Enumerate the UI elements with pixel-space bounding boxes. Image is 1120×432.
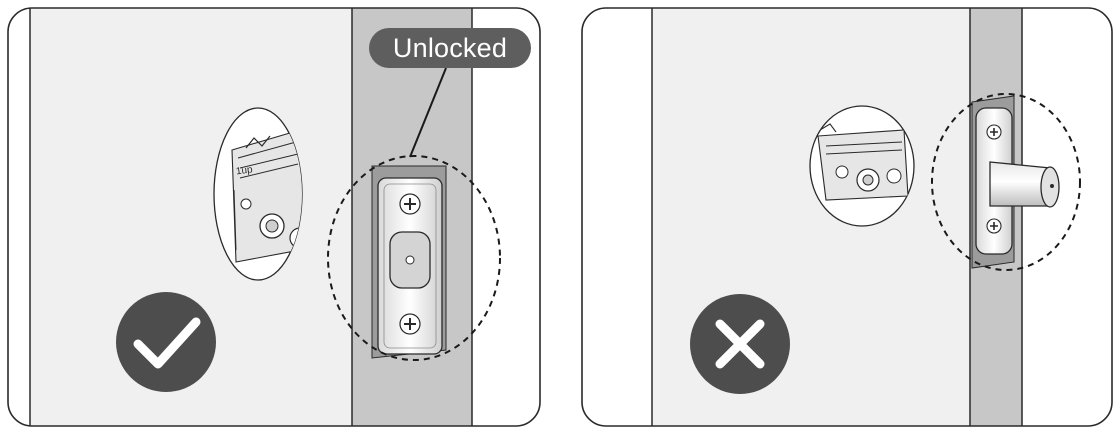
highlight-circle [327, 155, 501, 361]
inset-label: 1up [235, 164, 253, 177]
callout-leader [409, 67, 447, 158]
incorrect-badge [690, 294, 790, 394]
latch-bolt-extended [971, 95, 1060, 269]
screw-icon [399, 313, 421, 335]
correct-panel-frame [7, 7, 541, 427]
latch-detail-inset [809, 105, 915, 227]
screw-icon [986, 218, 1002, 234]
strike-plate [377, 177, 443, 355]
latch-detail-inset: 1up [213, 107, 303, 281]
screw-icon [986, 124, 1002, 140]
correct-badge [116, 292, 216, 392]
x-mark-icon [715, 319, 765, 369]
checkmark-icon [133, 317, 201, 369]
incorrect-panel-frame [581, 7, 1113, 427]
highlight-circle [931, 93, 1081, 271]
screw-icon [399, 193, 421, 215]
correct-panel: 1up [7, 7, 541, 427]
incorrect-panel [581, 7, 1113, 427]
unlocked-callout: Unlocked [369, 28, 531, 68]
strike-hole [389, 231, 431, 289]
